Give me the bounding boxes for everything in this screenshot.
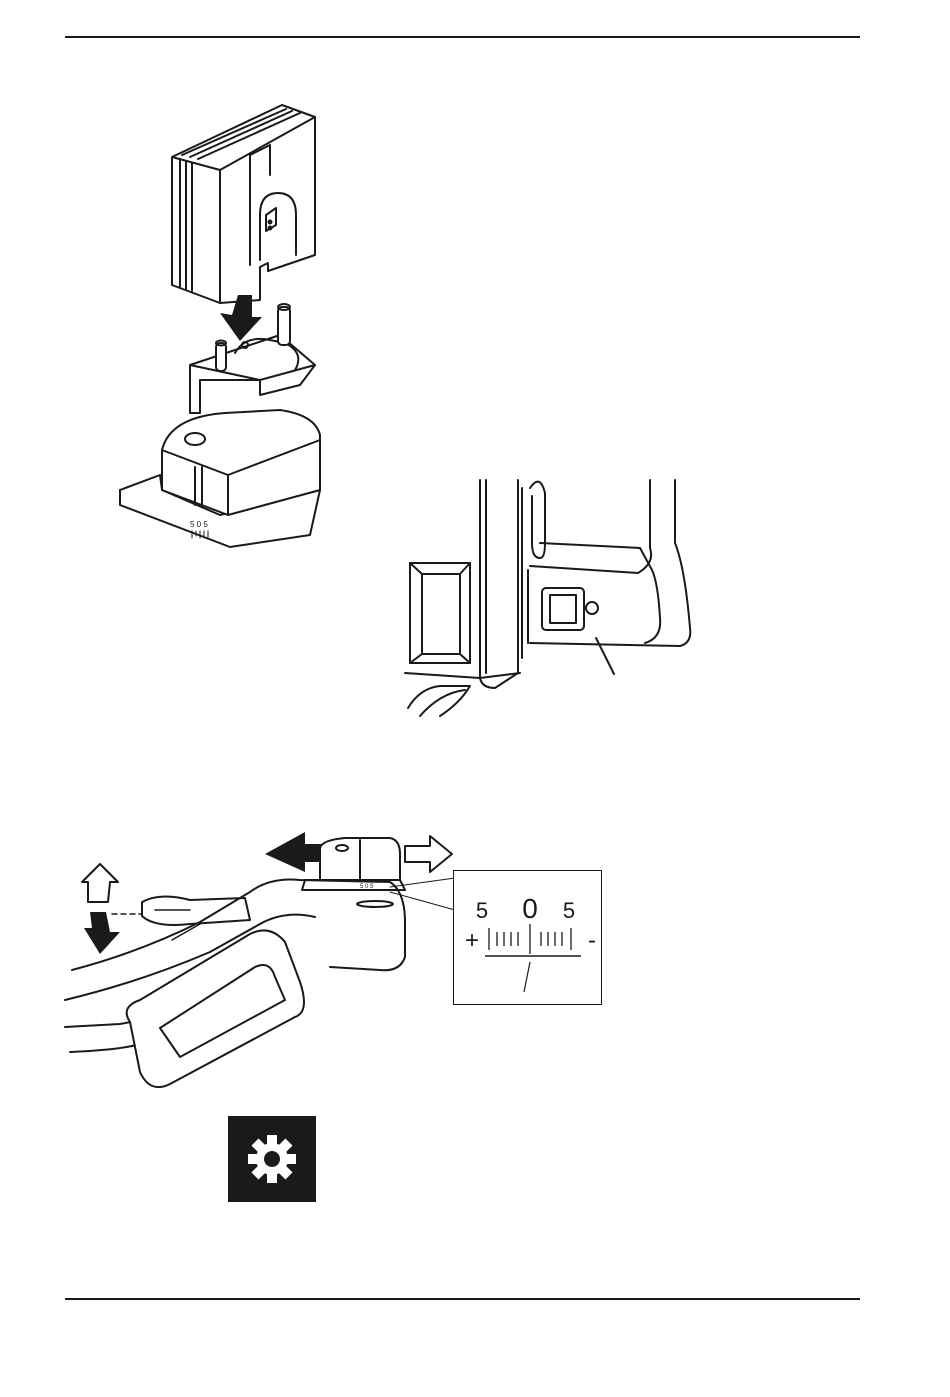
footer-rule xyxy=(65,1298,860,1300)
scale-sign-minus: - xyxy=(588,927,596,954)
figure-connector-socket xyxy=(400,478,700,720)
figure-cassette-mounting: 5 0 5 xyxy=(110,95,340,555)
scale-inset: 5 0 5 + - xyxy=(453,870,603,1006)
sensor-base: 5 0 5 xyxy=(120,410,320,547)
cassette-block xyxy=(172,105,315,303)
arrow-left-icon xyxy=(265,832,322,872)
arrow-right-outline-icon xyxy=(405,836,452,872)
scale-label-left: 5 xyxy=(476,898,488,923)
scale-label-center: 0 xyxy=(522,893,538,924)
slide-scale-text: 5 0 5 xyxy=(360,884,374,890)
settings-icon-box xyxy=(228,1116,316,1202)
arrow-down-icon xyxy=(84,912,120,954)
scale-sign-plus: + xyxy=(465,927,479,954)
arrow-up-outline-icon xyxy=(82,864,118,902)
dial-scale-text: 5 0 5 xyxy=(190,520,208,529)
gear-icon xyxy=(244,1131,300,1187)
header-rule xyxy=(65,36,860,38)
scale-label-right: 5 xyxy=(563,898,575,923)
